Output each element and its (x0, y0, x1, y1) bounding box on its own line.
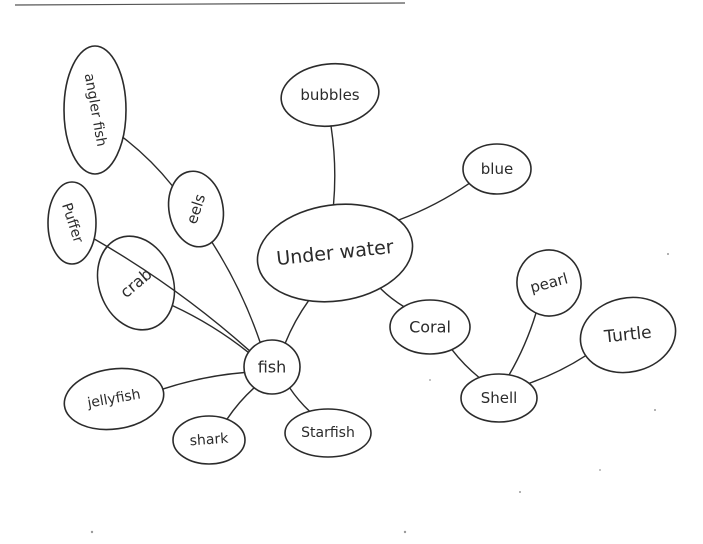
node-blue: blue (462, 143, 532, 195)
node-jellyfish-label: jellyfish (85, 386, 142, 411)
edge-fish-eels (211, 241, 261, 344)
node-bubbles: bubbles (280, 62, 380, 128)
node-puffer-outline (47, 181, 97, 265)
edge-underwater-blue (398, 182, 470, 221)
node-jellyfish-outline (63, 367, 165, 431)
node-underwater-outline (256, 203, 414, 303)
node-underwater-label: Under water (275, 236, 395, 270)
node-shell: Shell (460, 373, 538, 423)
node-starfish-label: Starfish (301, 425, 355, 441)
node-starfish-outline (284, 408, 372, 458)
node-fish: fish (243, 339, 301, 395)
node-eels-label: eels (183, 192, 210, 227)
edge-fish-puffer (93, 238, 251, 352)
node-shell-outline (460, 373, 538, 423)
node-bubbles-label: bubbles (300, 86, 359, 104)
edge-coral-shell (451, 348, 480, 379)
node-pearl: pearl (516, 249, 582, 317)
node-fish-label: fish (258, 358, 287, 377)
edge-fish-starfish (289, 387, 311, 412)
node-turtle-outline (579, 296, 677, 374)
node-shell-label: Shell (481, 389, 518, 407)
node-shark-outline (172, 415, 246, 465)
node-coral: Coral (389, 299, 471, 355)
node-shark-label: shark (189, 431, 230, 450)
node-puffer: Puffer (47, 181, 97, 265)
node-eels: eels (167, 170, 225, 248)
node-turtle-label: Turtle (602, 323, 652, 348)
node-underwater: Under water (256, 203, 414, 303)
node-anglerfish-outline (63, 45, 127, 175)
node-turtle: Turtle (579, 296, 677, 374)
node-starfish: Starfish (284, 408, 372, 458)
node-pearl-outline (516, 249, 582, 317)
node-pearl-label: pearl (528, 269, 570, 296)
node-eels-outline (167, 170, 225, 248)
node-bubbles-outline (280, 62, 380, 128)
scan-specks (90, 253, 669, 534)
edge-layer (93, 125, 587, 420)
node-coral-label: Coral (409, 318, 451, 337)
node-blue-outline (462, 143, 532, 195)
edge-underwater-coral (379, 287, 405, 308)
node-fish-outline (243, 339, 301, 395)
node-anglerfish-label: angler fish (81, 72, 110, 148)
edge-fish-shark (226, 387, 255, 420)
edge-shell-pearl (508, 312, 537, 376)
node-blue-label: blue (481, 160, 513, 178)
edge-fish-crab (171, 304, 250, 354)
node-shark: shark (172, 415, 246, 465)
node-crab-label: crab (116, 264, 155, 301)
node-coral-outline (389, 299, 471, 355)
edge-shell-turtle (528, 355, 587, 384)
edge-eels-anglerfish (122, 136, 174, 187)
node-crab-outline (96, 235, 176, 331)
node-anglerfish: angler fish (63, 45, 127, 175)
edge-underwater-fish (284, 300, 310, 344)
edge-underwater-bubbles (330, 125, 336, 206)
edge-fish-jellyfish (162, 371, 246, 390)
page-top-edge (14, 2, 406, 6)
node-jellyfish: jellyfish (63, 367, 165, 431)
node-puffer-label: Puffer (58, 201, 86, 245)
